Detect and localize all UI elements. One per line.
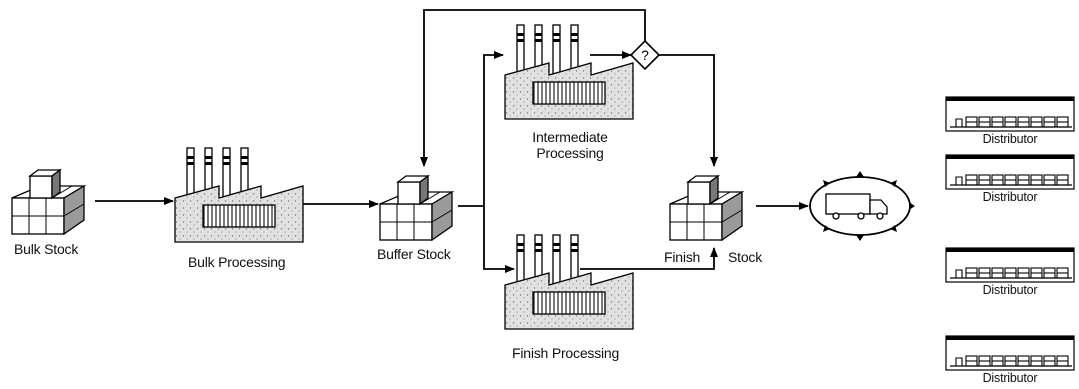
finish-stock-label-part-2: Stock xyxy=(728,249,762,265)
distributor-label-3: Distributor xyxy=(946,283,1074,297)
intermediate-processing-factory-icon xyxy=(505,25,633,119)
buffer-stock-icon xyxy=(380,176,452,240)
intermediate-processing-label-line-2: Processing xyxy=(525,145,615,161)
distribution-hub xyxy=(810,171,915,241)
decision-diamond: ? xyxy=(631,41,659,69)
bulk-processing-factory-icon xyxy=(175,148,303,242)
flow-arrow-decision-to-finish-stock xyxy=(659,55,714,166)
bulk-stock-icon xyxy=(12,170,84,234)
bulk-stock-label: Bulk Stock xyxy=(14,241,78,257)
distributor-3-icon xyxy=(946,248,1074,282)
finish-processing-factory-icon xyxy=(505,235,633,329)
buffer-stock-label: Buffer Stock xyxy=(377,246,451,262)
distributor-label-4: Distributor xyxy=(946,371,1074,385)
distributor-1-icon xyxy=(946,97,1074,131)
finish-processing-label: Finish Processing xyxy=(512,345,619,361)
flow-arrow-to-intermediate xyxy=(484,55,503,206)
flow-arrow-to-finish-processing xyxy=(484,206,514,269)
finish-stock-icon xyxy=(670,176,742,240)
distributor-label-2: Distributor xyxy=(946,190,1074,204)
intermediate-processing-label: Intermediate Processing xyxy=(525,129,615,161)
finish-stock-label-part-1: Finish xyxy=(664,249,700,265)
distributor-2-icon xyxy=(946,155,1074,189)
intermediate-processing-label-line-1: Intermediate xyxy=(525,129,615,145)
distributor-label-1: Distributor xyxy=(946,132,1074,146)
bulk-processing-label: Bulk Processing xyxy=(188,254,285,270)
distributor-4-icon xyxy=(946,336,1074,370)
decision-symbol: ? xyxy=(641,47,649,63)
